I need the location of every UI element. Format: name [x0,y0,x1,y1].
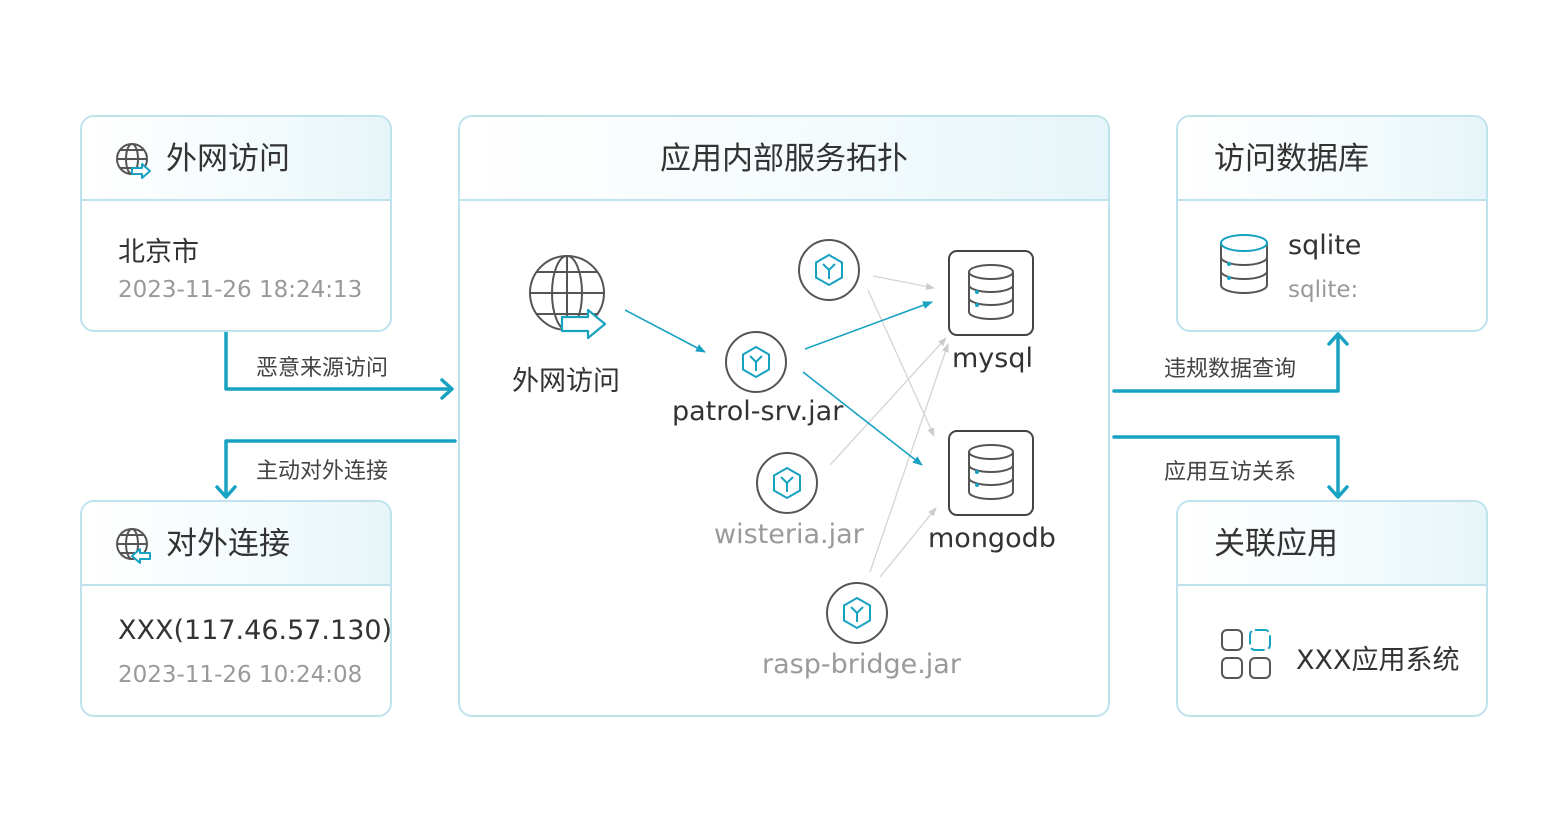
service-topology-panel[interactable]: 应用内部服务拓扑 [458,115,1110,717]
access-timestamp: 2023-11-26 18:24:13 [118,277,363,303]
database-detail: sqlite: [1288,277,1359,303]
mongodb-database-icon [948,430,1034,516]
outbound-target: XXX(117.46.57.130) [118,615,392,646]
external-node-label: 外网访问 [512,366,620,397]
edge-patrol-to-mongodb [802,371,923,466]
edge-external-to-patrol [624,309,706,353]
related-app-name[interactable]: XXX应用系统 [1296,645,1460,676]
connector-label-malicious-source: 恶意来源访问 [256,356,389,381]
database-access-panel[interactable]: 访问数据库 sqlite sqlite: [1176,115,1488,332]
outbound-timestamp: 2023-11-26 10:24:08 [118,662,363,688]
rasp-bridge-node-icon [826,582,888,644]
panel-header: 对外连接 [82,502,390,586]
patrol-srv-node-label[interactable]: patrol-srv.jar [672,396,844,427]
edge-rasp-to-mysql [869,343,949,573]
edge-rasp-to-mongodb [879,507,937,578]
related-apps-panel[interactable]: 关联应用 XXX应用系统 [1176,500,1488,717]
panel-header: 关联应用 [1178,502,1486,586]
connector-label-outbound: 主动对外连接 [256,459,389,484]
external-globe-icon [529,255,607,340]
mysql-database-icon [948,250,1034,336]
mongodb-node-label[interactable]: mongodb [928,523,1056,554]
panel-header: 应用内部服务拓扑 [460,117,1108,201]
wisteria-node-label[interactable]: wisteria.jar [714,519,864,550]
panel-title: 关联应用 [1214,526,1338,562]
edge-patrol-to-mysql [804,301,933,350]
mysql-node-label[interactable]: mysql [952,343,1033,374]
edge-top-to-mongodb [867,289,935,437]
wisteria-node-icon [756,452,818,514]
external-access-panel[interactable]: 外网访问 北京市 2023-11-26 18:24:13 [80,115,392,332]
panel-title: 应用内部服务拓扑 [660,141,908,177]
rasp-bridge-node-label[interactable]: rasp-bridge.jar [762,649,961,680]
globe-arrow-out-icon [116,528,151,564]
database-icon [1220,234,1268,294]
service-node-top-icon [798,239,860,301]
database-name: sqlite [1288,230,1362,261]
panel-title: 对外连接 [166,526,290,562]
connector-label-violation-query: 违规数据查询 [1164,357,1297,382]
patrol-srv-node-icon [725,331,787,393]
edge-wisteria-to-mysql [829,337,947,466]
source-location: 北京市 [118,237,199,268]
panel-title: 外网访问 [166,141,290,177]
app-grid-icon [1221,629,1271,679]
panel-title: 访问数据库 [1214,141,1369,177]
panel-header: 外网访问 [82,117,390,201]
panel-header: 访问数据库 [1178,117,1486,201]
edge-top-to-mysql [872,275,935,290]
globe-arrow-in-icon [116,143,151,179]
outbound-connection-panel[interactable]: 对外连接 XXX(117.46.57.130) 2023-11-26 10:24… [80,500,392,717]
connector-label-app-relation: 应用互访关系 [1164,460,1297,485]
